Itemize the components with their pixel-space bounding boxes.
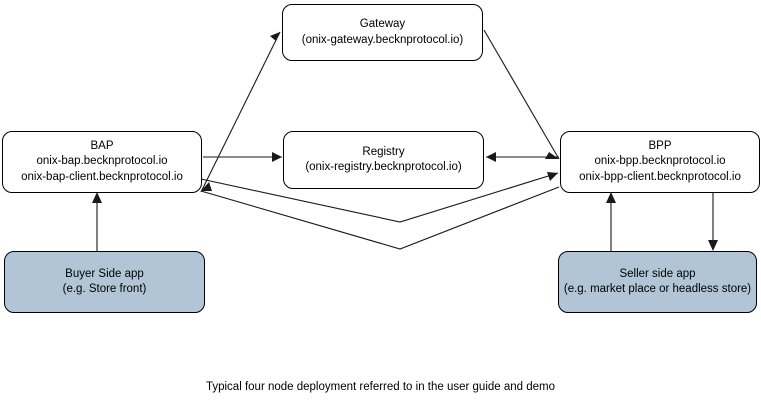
node-bpp[interactable]: BPP onix-bpp.becknprotocol.io onix-bpp-c… [560,131,760,193]
node-seller-side-app-example: (e.g. market place or headless store) [563,283,752,295]
node-bpp-title: BPP [648,139,672,152]
node-seller-side-app[interactable]: Seller side app (e.g. market place or he… [558,251,757,313]
node-gateway-title: Gateway [359,18,406,30]
node-seller-side-app-title: Seller side app [619,267,696,280]
edge-bpp-to-bap [200,182,560,250]
node-registry-host: (onix-registry.becknprotocol.io) [305,161,462,173]
node-buyer-side-app-title: Buyer Side app [65,267,144,280]
node-buyer-side-app-example: (e.g. Store front) [62,283,147,295]
node-registry[interactable]: Registry (onix-registry.becknprotocol.io… [283,131,484,189]
edge-gateway-to-bpp [483,29,560,160]
node-gateway[interactable]: Gateway (onix-gateway.becknprotocol.io) [282,4,483,61]
edge-bpp-to-seller-app [708,193,718,251]
diagram-caption: Typical four node deployment referred to… [205,381,556,393]
node-bap[interactable]: BAP onix-bap.becknprotocol.io onix-bap-c… [2,131,202,193]
node-bap-host: onix-bap.becknprotocol.io [36,155,168,168]
edge-buyer-app-to-bap [92,192,102,251]
edge-bap-to-registry [203,152,282,162]
node-gateway-host: (onix-gateway.becknprotocol.io) [301,33,464,46]
edge-bap-to-gateway [200,31,281,193]
edge-bpp-to-registry [486,152,559,162]
edge-bap-to-bpp [200,172,559,223]
edge-seller-app-to-bpp [606,192,616,251]
node-bap-title: BAP [90,139,114,152]
node-bap-host-client: onix-bap-client.becknprotocol.io [21,170,183,183]
node-bpp-host: onix-bpp.becknprotocol.io [594,155,726,168]
node-buyer-side-app[interactable]: Buyer Side app (e.g. Store front) [4,251,205,313]
node-bpp-host-client: onix-bpp-client.becknprotocol.io [579,170,741,183]
node-registry-title: Registry [362,145,405,158]
